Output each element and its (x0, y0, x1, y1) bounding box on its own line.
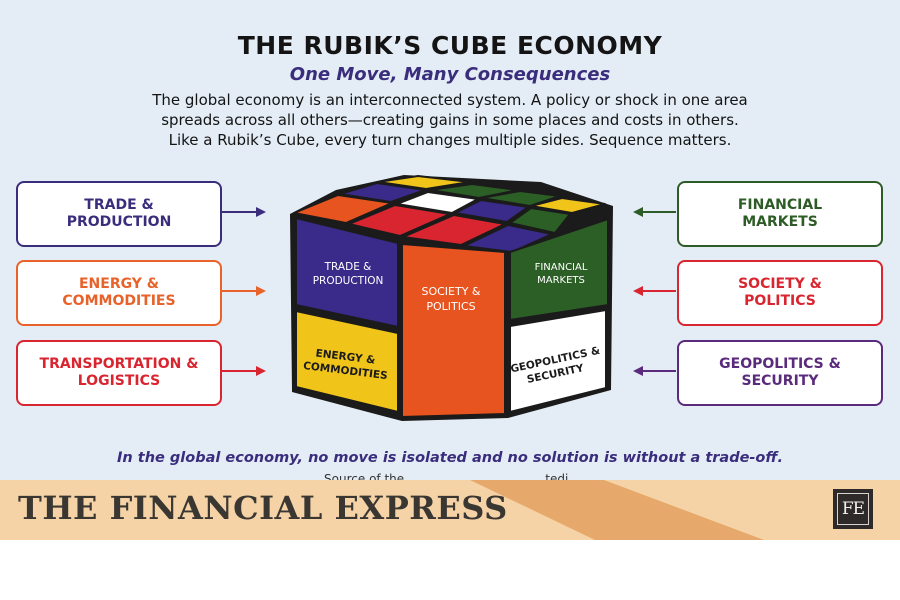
box-label-line: LOGISTICS (77, 373, 161, 389)
cube-top-tile (509, 207, 571, 234)
cube-label-financial: MARKETS (537, 275, 585, 286)
box-label-line: TRANSPORTATION & (39, 356, 199, 372)
cube-label-society: SOCIETY & (421, 285, 480, 298)
box-label-line: SECURITY (741, 373, 819, 389)
cube-top-tile (293, 194, 393, 224)
arrow-left-icon (633, 286, 676, 296)
fe-logo: FE (833, 489, 873, 529)
cube-label-financial: FINANCIAL (535, 262, 588, 273)
source-note: Source of the ............ .............… (324, 472, 576, 480)
arrow-right-icon (221, 366, 266, 376)
rubiks-cube: TRADE & PRODUCTION SOCIETY & POLITICS FI… (290, 175, 613, 421)
intro-line: Like a Rubik’s Cube, every turn changes … (168, 131, 732, 149)
banner-accent-stripe (470, 480, 764, 540)
cube-face-society-politics (401, 243, 506, 418)
cube-face-energy-commodities (295, 310, 399, 413)
banner-graphic (470, 480, 764, 540)
cube-top-tile (402, 214, 506, 246)
box-label-line: COMMODITIES (62, 293, 176, 309)
box-label-line: PRODUCTION (66, 214, 172, 230)
cube-top-tile (480, 190, 561, 207)
cube-label-society: POLITICS (426, 300, 475, 313)
box-trade-production: TRADE &PRODUCTION (16, 181, 222, 247)
box-label-line: ENERGY & (78, 276, 160, 292)
masthead-title: THE FINANCIAL EXPRESS (18, 489, 508, 527)
box-geopolitics-security: GEOPOLITICS &SECURITY (677, 340, 883, 406)
cube-top-tile (377, 175, 471, 190)
box-society-politics: SOCIETY &POLITICS (677, 260, 883, 326)
infographic: THE RUBIK’S CUBE ECONOMY One Move, Many … (0, 0, 900, 480)
cube-face-trade-production (295, 217, 399, 328)
closing-statement: In the global economy, no move is isolat… (117, 450, 783, 466)
cube-face-financial-markets (509, 218, 609, 321)
intro-line: spreads across all others—creating gains… (161, 111, 739, 129)
box-label-line: TRADE & (84, 197, 154, 213)
cube-face-geopolitics-security (509, 309, 607, 413)
cube-top-tile (348, 204, 451, 237)
box-label-line: MARKETS (742, 214, 818, 230)
arrow-right-icon (221, 207, 266, 217)
intro-line: The global economy is an interconnected … (152, 91, 748, 109)
box-transportation-logistics: TRANSPORTATION &LOGISTICS (16, 340, 222, 406)
connector-arrows (221, 207, 676, 376)
cube-top-tile (530, 197, 606, 214)
box-label-line: GEOPOLITICS & (719, 356, 841, 372)
box-label-line: POLITICS (744, 293, 816, 309)
arrow-right-icon (221, 286, 266, 296)
cube-label-trade: PRODUCTION (313, 275, 384, 287)
infographic-subtitle: One Move, Many Consequences (289, 64, 611, 85)
cube-label-trade: TRADE & (324, 261, 372, 273)
infographic-title: THE RUBIK’S CUBE ECONOMY (237, 31, 663, 60)
box-label-line: FINANCIAL (737, 197, 823, 213)
cube-top-tile (463, 224, 553, 253)
box-label-line: SOCIETY & (738, 276, 822, 292)
arrow-left-icon (633, 366, 676, 376)
intro-text: The global economy is an interconnected … (60, 90, 840, 150)
box-energy-commodities: ENERGY &COMMODITIES (16, 260, 222, 326)
cube-top-tile (339, 182, 426, 203)
publisher-banner: THE FINANCIAL EXPRESS (0, 480, 900, 540)
arrow-left-icon (633, 207, 676, 217)
cube-top-tile (396, 191, 479, 214)
cube-top-tile (454, 199, 529, 223)
fe-logo-mark: FE (837, 493, 869, 525)
